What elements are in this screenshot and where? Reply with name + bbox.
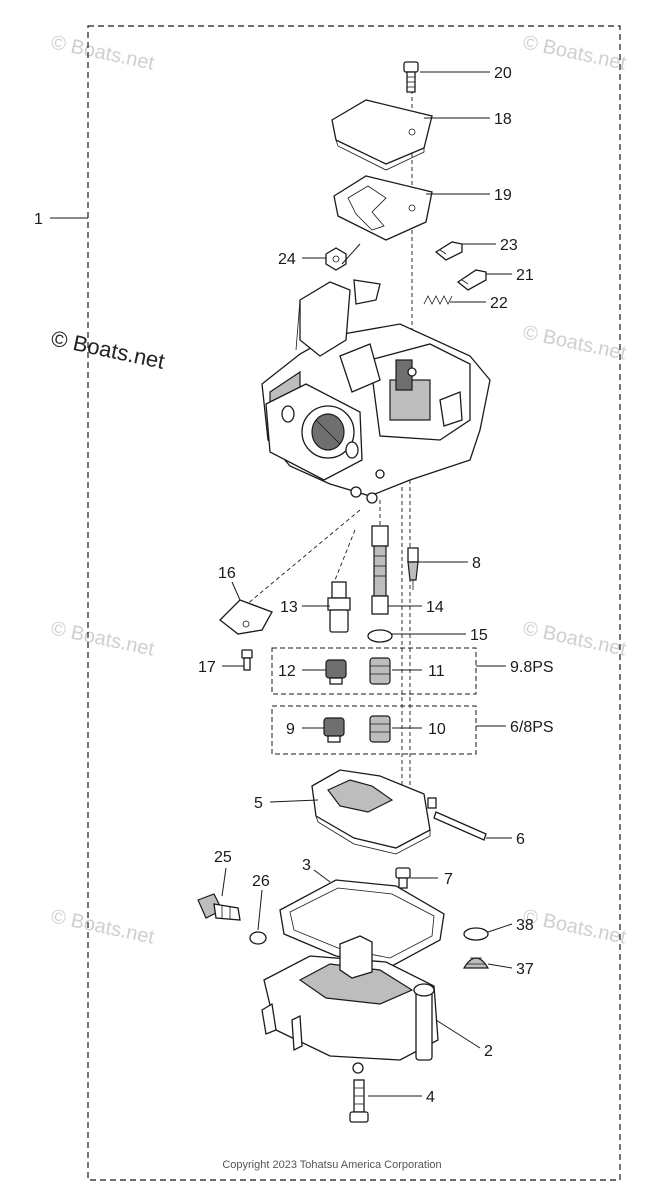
group-label-6-8ps: 6/8PS — [510, 719, 554, 736]
leader-lines — [50, 71, 513, 1097]
float-pin-part-6 — [433, 811, 487, 841]
float-bowl-gasket-part-3 — [279, 879, 445, 967]
callout-17: 17 — [198, 659, 216, 676]
callout-12: 12 — [278, 663, 296, 680]
callout-8: 8 — [472, 555, 481, 572]
callout-24: 24 — [278, 251, 296, 268]
watermark: © Boats.net — [521, 31, 629, 74]
callout-38: 38 — [516, 917, 534, 934]
screw-part-21 — [456, 269, 487, 291]
callout-18: 18 — [494, 111, 512, 128]
callout-7: 7 — [444, 871, 453, 888]
watermark: © Boats.net — [521, 905, 629, 948]
callout-25: 25 — [214, 849, 232, 866]
copyright-notice: Copyright 2023 Tohatsu America Corporati… — [222, 1159, 441, 1171]
drain-screw-part-25 — [197, 893, 241, 921]
assembly-frame — [87, 25, 621, 1181]
group-box-6-8ps — [271, 705, 477, 755]
plate-part-16 — [219, 599, 273, 635]
callout-26: 26 — [252, 873, 270, 890]
screw-part-23 — [434, 241, 463, 261]
watermark: © Boats.net — [521, 321, 629, 364]
callout-1: 1 — [34, 211, 43, 228]
spring-part-22 — [423, 295, 453, 305]
gasket-part-19 — [333, 175, 433, 241]
main-jet-part-9 — [323, 717, 345, 743]
watermark: © Boats.net — [49, 905, 157, 948]
screw-part-20 — [403, 61, 419, 93]
washer-part-26 — [249, 931, 267, 945]
callout-15: 15 — [470, 627, 488, 644]
callout-22: 22 — [490, 295, 508, 312]
callout-14: 14 — [426, 599, 444, 616]
callout-numbers: 1 20 18 19 23 21 22 24 8 14 13 16 15 17 … — [34, 65, 554, 1106]
nut-part-24 — [325, 247, 347, 271]
callout-20: 20 — [494, 65, 512, 82]
callout-19: 19 — [494, 187, 512, 204]
callout-13: 13 — [280, 599, 298, 616]
callout-2: 2 — [484, 1043, 493, 1060]
screw-part-17 — [241, 649, 253, 671]
group-box-9-8ps — [271, 647, 477, 695]
screw-part-7 — [395, 867, 411, 889]
jet-part-11 — [369, 657, 391, 685]
callout-16: 16 — [218, 565, 236, 582]
o-ring-part-38 — [463, 927, 489, 941]
group-label-9-8ps: 9.8PS — [510, 659, 554, 676]
callout-5: 5 — [254, 795, 263, 812]
callout-10: 10 — [428, 721, 446, 738]
float-part-5 — [311, 769, 437, 855]
emulsion-tube-part-14 — [371, 525, 389, 615]
callout-11: 11 — [428, 663, 445, 680]
callout-21: 21 — [516, 267, 534, 284]
pilot-jet-part-13 — [327, 581, 351, 633]
watermark: © Boats.net — [49, 617, 157, 660]
filter-cap-part-37 — [462, 957, 490, 969]
float-bowl-part-2 — [261, 935, 439, 1074]
jet-part-10 — [369, 715, 391, 743]
callout-3: 3 — [302, 857, 311, 874]
watermark: © Boats.net — [49, 31, 157, 74]
carburetor-body — [261, 279, 491, 504]
callout-6: 6 — [516, 831, 525, 848]
needle-valve-part-8 — [407, 547, 419, 590]
callout-4: 4 — [426, 1089, 435, 1106]
watermark: © Boats.net — [521, 617, 629, 660]
main-jet-part-12 — [325, 659, 347, 685]
callout-23: 23 — [500, 237, 518, 254]
o-ring-part-15 — [367, 629, 393, 643]
callout-9: 9 — [286, 721, 295, 738]
watermark: © Boats.net — [49, 325, 167, 373]
cover-plate-part-18 — [331, 99, 433, 171]
screw-part-4 — [349, 1079, 369, 1123]
callout-37: 37 — [516, 961, 534, 978]
